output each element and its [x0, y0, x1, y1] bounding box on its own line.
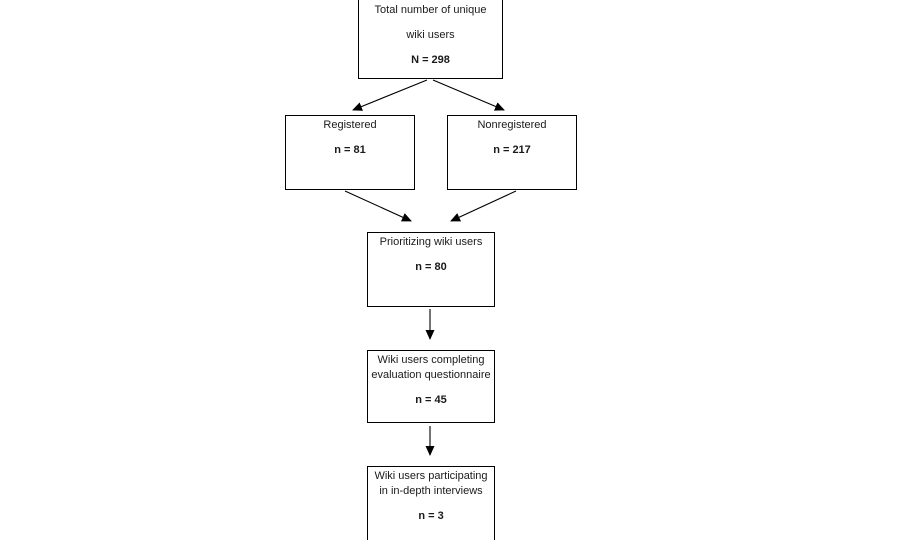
flow-box-nonregistered: Nonregistered n = 217	[447, 115, 577, 190]
flow-box-interviews: Wiki users participating in in-depth inte…	[367, 466, 495, 540]
box-count-label: n = 217	[493, 144, 531, 156]
box-count-label: n = 45	[415, 394, 447, 406]
flow-box-registered: Registered n = 81	[285, 115, 415, 190]
box-text-line: Prioritizing wiki users	[379, 236, 483, 248]
box-text-line: Wiki users participating	[374, 470, 488, 482]
arrow-registered-to-prioritizing	[344, 190, 412, 222]
box-text-line: Registered	[323, 119, 377, 131]
flow-box-prioritizing: Prioritizing wiki users n = 80	[367, 232, 495, 307]
box-text-line: in in-depth interviews	[379, 485, 483, 497]
box-count-label: n = 3	[418, 510, 444, 522]
flow-box-questionnaire: Wiki users completing evaluation question…	[367, 350, 495, 423]
box-text-line: wiki users	[406, 29, 455, 41]
box-count-label: n = 81	[334, 144, 366, 156]
arrow-total-to-registered	[352, 79, 428, 111]
arrow-nonregistered-to-prioritizing	[450, 190, 517, 222]
box-text-line: Wiki users completing	[377, 354, 485, 366]
box-count-label: n = 80	[415, 261, 447, 273]
box-count-label: N = 298	[411, 54, 450, 66]
flow-box-total: Total number of unique wiki users N = 298	[358, 0, 503, 79]
arrow-total-to-nonregistered	[432, 79, 505, 111]
box-text-line: evaluation questionnaire	[371, 369, 491, 381]
box-text-line: Nonregistered	[477, 119, 547, 131]
box-text-line: Total number of unique	[374, 4, 487, 16]
